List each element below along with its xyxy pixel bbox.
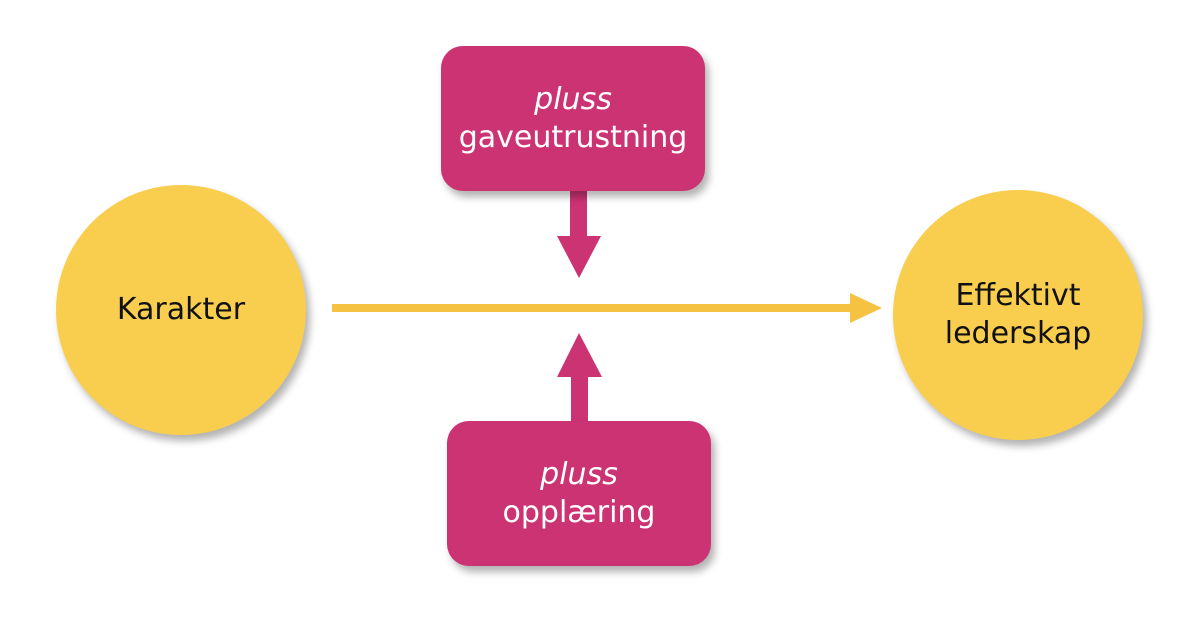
pluss-label-bottom: pluss	[540, 456, 618, 492]
opplaering-label: opplæring	[502, 494, 656, 530]
gaveutrustning-box: pluss gaveutrustning	[441, 46, 705, 191]
main-arrow-head	[850, 293, 882, 323]
karakter-circle: Karakter	[56, 185, 306, 435]
up-arrow-shaft	[571, 373, 588, 423]
pluss-label-top: pluss	[534, 81, 612, 117]
lederskap-label: lederskap	[944, 316, 1092, 351]
effektivt-lederskap-circle: Effektivt lederskap	[893, 190, 1143, 440]
down-arrow-shaft	[570, 190, 587, 240]
up-arrow-head	[557, 333, 602, 377]
karakter-label: Karakter	[116, 292, 246, 327]
down-arrow-head	[557, 236, 601, 278]
opplaering-box: pluss opplæring	[447, 421, 711, 566]
gaveutrustning-label: gaveutrustning	[458, 119, 688, 155]
effektivt-label: Effektivt	[955, 278, 1081, 313]
